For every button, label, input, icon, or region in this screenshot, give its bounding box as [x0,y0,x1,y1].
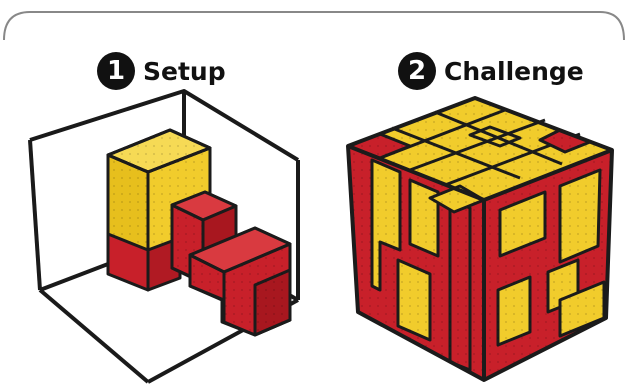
setup-pieces [108,130,290,335]
step-2-label: 2 Challenge [398,52,584,90]
step-2-number-badge: 2 [398,52,436,90]
step-1-label: 1 Setup [97,52,226,90]
step-1-number-badge: 1 [97,52,135,90]
top-border-line [4,12,624,40]
challenge-cube [348,98,612,380]
step-1-title: Setup [143,59,226,84]
step-2-title: Challenge [444,59,584,84]
